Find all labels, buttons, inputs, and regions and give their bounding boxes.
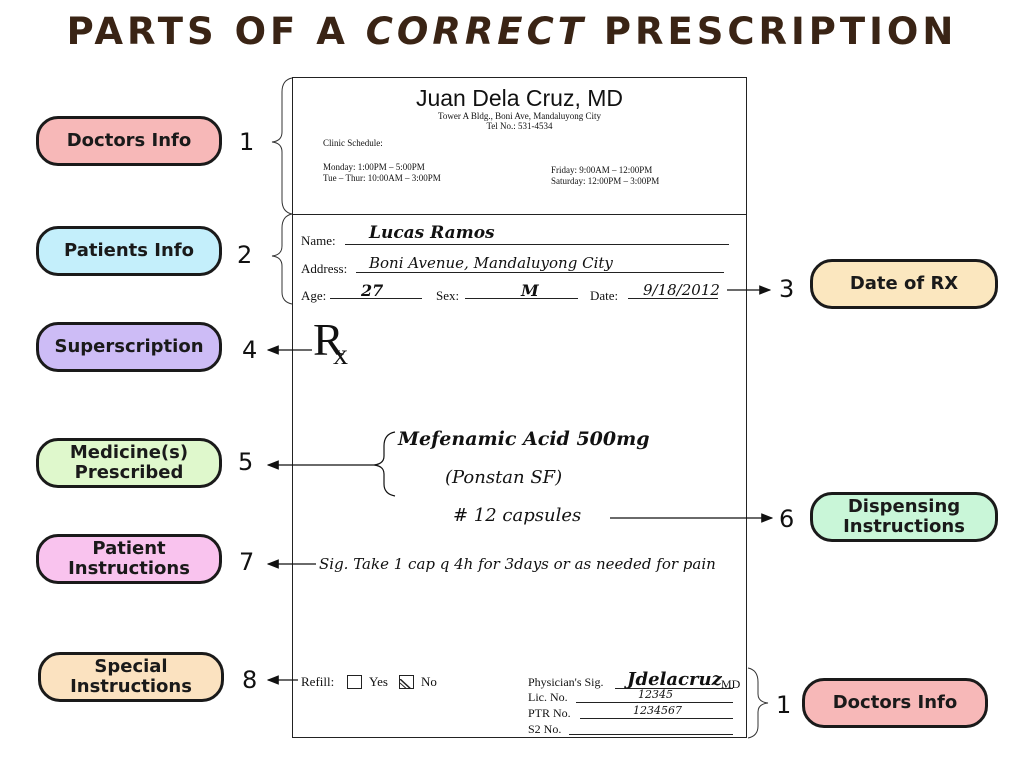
address-line	[356, 272, 724, 273]
age-label: Age:	[301, 288, 327, 303]
label-doctors-info: Doctors Info	[36, 116, 222, 166]
lic-value: 12345	[638, 688, 673, 701]
number-4: 4	[242, 336, 258, 364]
name-label: Name:	[301, 233, 336, 248]
name-value: Lucas Ramos	[369, 223, 495, 243]
number-7: 7	[239, 548, 255, 576]
medicine-brand: (Ponstan SF)	[445, 467, 563, 488]
rx-symbol: R	[313, 314, 344, 365]
schedule-saturday: Saturday: 12:00PM – 3:00PM	[551, 176, 660, 186]
address-value: Boni Avenue, Mandaluyong City	[369, 254, 613, 272]
sex-value: M	[521, 281, 539, 300]
medicine-name: Mefenamic Acid 500mg	[398, 428, 650, 450]
label-medicine-prescribed: Medicine(s) Prescribed	[36, 438, 222, 488]
sex-label: Sex:	[436, 288, 460, 303]
refill-yes-checkbox[interactable]	[347, 675, 362, 689]
sex-line	[465, 298, 578, 299]
number-8: 8	[242, 666, 258, 694]
refill-no-checkbox[interactable]	[399, 675, 414, 689]
date-label: Date:	[590, 288, 619, 303]
clinic-schedule-label: Clinic Schedule:	[323, 138, 383, 148]
sig-instructions: Sig. Take 1 cap q 4h for 3days or as nee…	[319, 555, 716, 573]
number-5: 5	[238, 448, 254, 476]
number-1: 1	[239, 128, 255, 156]
dispense-quantity: # 12 capsules	[453, 505, 582, 526]
s2-label: S2 No.	[528, 722, 562, 736]
label-date-of-rx: Date of RX	[810, 259, 998, 309]
bracket-medicine	[373, 431, 396, 497]
name-line	[345, 244, 729, 245]
age-value: 27	[361, 281, 384, 300]
physician-signature: Jdelacruz	[627, 669, 722, 690]
page-title: PARTS OF A CORRECT PRESCRIPTION	[66, 10, 958, 53]
number-1-bottom: 1	[776, 691, 792, 719]
md-suffix: MD	[721, 677, 741, 691]
lic-line	[576, 702, 733, 703]
ptr-value: 1234567	[633, 704, 682, 717]
rx-subscript: x	[333, 338, 348, 371]
s2-line	[569, 734, 733, 735]
label-superscription: Superscription	[36, 322, 222, 372]
clinic-tel: Tel No.: 531-4534	[486, 121, 553, 131]
schedule-friday: Friday: 9:00AM – 12:00PM	[551, 165, 653, 175]
date-value: 9/18/2012	[643, 281, 720, 299]
refill-no-label: No	[421, 674, 437, 689]
address-label: Address:	[301, 261, 348, 276]
doctor-name: Juan Dela Cruz, MD	[415, 85, 624, 111]
label-doctors-info-bottom: Doctors Info	[802, 678, 988, 728]
age-line	[330, 298, 422, 299]
number-3: 3	[779, 275, 795, 303]
ptr-label: PTR No.	[528, 706, 571, 720]
number-6: 6	[779, 505, 795, 533]
label-patients-info: Patients Info	[36, 226, 222, 276]
date-line	[628, 298, 718, 299]
clinic-address: Tower A Bldg., Boni Ave, Mandaluyong Cit…	[438, 111, 601, 121]
bracket-patients-info	[271, 213, 293, 305]
bracket-doctors-info	[271, 77, 293, 215]
schedule-monday: Monday: 1:00PM – 5:00PM	[323, 162, 425, 172]
prescription-pad: Juan Dela Cruz, MD Tower A Bldg., Boni A…	[292, 77, 747, 738]
number-2: 2	[237, 241, 253, 269]
label-dispensing-instructions: Dispensing Instructions	[810, 492, 998, 542]
header-divider	[293, 214, 746, 215]
label-patient-instructions: Patient Instructions	[36, 534, 222, 584]
bracket-doctors-info-bottom	[747, 667, 769, 739]
physician-sig-label: Physician's Sig.	[528, 675, 604, 689]
refill-yes-label: Yes	[369, 674, 388, 689]
refill-label: Refill:	[301, 674, 335, 689]
checkmark-icon	[400, 678, 411, 688]
label-special-instructions: Special Instructions	[38, 652, 224, 702]
physician-sig-line	[615, 688, 733, 689]
schedule-tue-thur: Tue – Thur: 10:00AM – 3:00PM	[323, 173, 441, 183]
lic-label: Lic. No.	[528, 690, 568, 704]
ptr-line	[580, 718, 733, 719]
